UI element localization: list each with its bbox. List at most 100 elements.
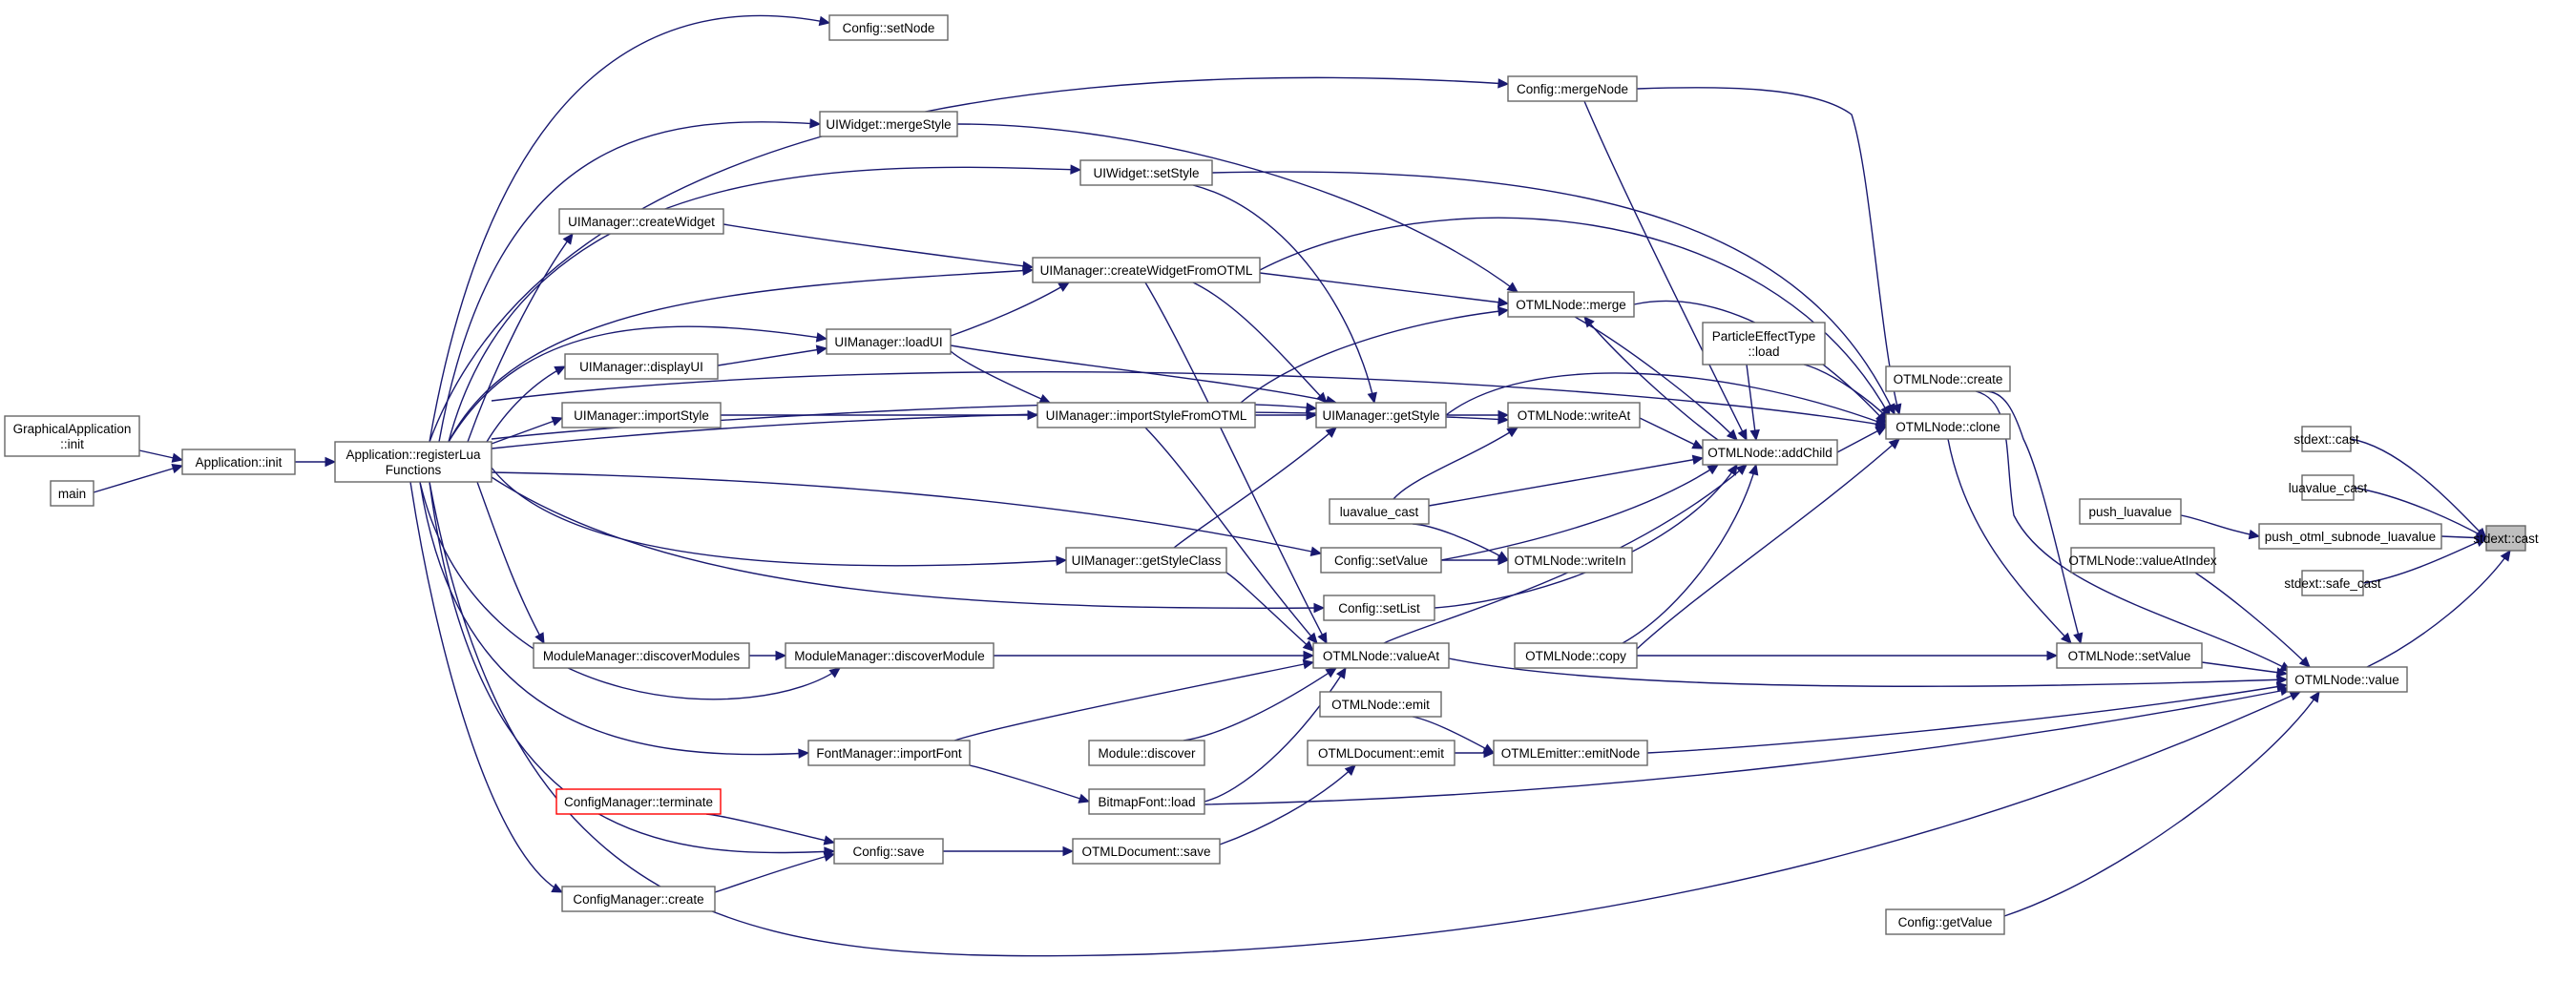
node-addChild[interactable]: OTMLNode::addChild (1702, 439, 1838, 466)
node-label: OTMLNode::valueAtIndex (2068, 553, 2217, 568)
node-luavalue_cast2[interactable]: luavalue_cast (2289, 474, 2368, 501)
node-cm_create[interactable]: ConfigManager::create (561, 886, 716, 912)
node-config_setValue[interactable]: Config::setValue (1320, 547, 1442, 574)
node-importStyleFromOTML[interactable]: UIManager::importStyleFromOTML (1037, 402, 1256, 428)
node-box (334, 441, 492, 483)
node-push_luavalue[interactable]: push_luavalue (2079, 498, 2182, 525)
node-setList[interactable]: Config::setList (1323, 595, 1435, 621)
node-importStyle[interactable]: UIManager::importStyle (561, 402, 722, 428)
node-emit[interactable]: OTMLNode::emit (1319, 691, 1442, 718)
edge-clone-from-copy (1636, 438, 1900, 650)
node-label: OTMLDocument::emit (1318, 746, 1444, 761)
node-box (555, 788, 722, 815)
node-box (564, 353, 719, 380)
edge-value-from-emitNode (1646, 684, 2288, 754)
edge-writeAt-from-luavalue_cast1 (1393, 427, 1518, 500)
node-setStyle[interactable]: UIWidget::setStyle (1079, 159, 1213, 186)
edge-setNode-from-registerLua (429, 14, 830, 443)
node-getStyleClass[interactable]: UIManager::getStyleClass (1065, 547, 1227, 574)
node-valueAtIndex[interactable]: OTMLNode::valueAtIndex (2068, 547, 2217, 574)
arrowhead-importStyleFromOTML (1027, 409, 1039, 421)
node-module_discover[interactable]: Module::discover (1088, 740, 1205, 766)
node-mergeNode[interactable]: Config::mergeNode (1507, 75, 1638, 102)
node-label: stdext::cast (2473, 532, 2539, 546)
node-discoverModule[interactable]: ModuleManager::discoverModule (785, 642, 995, 669)
node-createWidgetFromOTML[interactable]: UIManager::createWidgetFromOTML (1032, 257, 1261, 283)
edge-displayUI-from-registerLua (486, 365, 566, 443)
node-box (561, 402, 722, 428)
node-luavalue_cast1[interactable]: luavalue_cast (1329, 498, 1430, 525)
node-discoverModules[interactable]: ModuleManager::discoverModules (533, 642, 750, 669)
node-setValue_node[interactable]: OTMLNode::setValue (2056, 642, 2203, 669)
arrowhead-app_init (171, 463, 184, 474)
node-label: OTMLNode::emit (1331, 698, 1430, 712)
edge-createWidgetFromOTML-from-registerLua (448, 269, 1034, 443)
node-clone[interactable]: OTMLNode::clone (1885, 413, 2011, 440)
node-label: OTMLNode::create (1894, 372, 2003, 386)
node-app_init[interactable]: Application::init (181, 449, 296, 475)
node-getValue[interactable]: Config::getValue (1885, 908, 2005, 935)
edge-addChild-from-copy (1622, 464, 1757, 644)
node-box (2056, 642, 2203, 669)
node-getStyle[interactable]: UIManager::getStyle (1315, 402, 1447, 428)
node-mergeStyle[interactable]: UIWidget::mergeStyle (819, 111, 958, 137)
node-box (819, 111, 958, 137)
node-graphical[interactable]: GraphicalApplication::init (4, 415, 140, 457)
arrowhead-setValue_node (2046, 650, 2059, 661)
node-loadUI[interactable]: UIManager::loadUI (826, 328, 952, 355)
node-box (2485, 525, 2526, 552)
node-valueAt[interactable]: OTMLNode::valueAt (1312, 642, 1450, 669)
edge-valueAt-from-importStyleFromOTML (1144, 427, 1318, 644)
node-stdext_cast[interactable]: stdext::cast (2473, 525, 2539, 552)
node-copy[interactable]: OTMLNode::copy (1514, 642, 1638, 669)
node-createWidget[interactable]: UIManager::createWidget (558, 208, 724, 235)
node-emitNode[interactable]: OTMLEmitter::emitNode (1493, 740, 1648, 766)
node-safe_cast[interactable]: stdext::safe_cast (2284, 570, 2381, 596)
edge-setList-from-registerLua (491, 476, 1325, 609)
node-label: push_otml_subnode_luavalue (2265, 530, 2436, 544)
node-particle[interactable]: ParticleEffectType::load (1702, 322, 1826, 365)
node-config_save[interactable]: Config::save (833, 838, 944, 865)
node-box (807, 740, 971, 766)
arrowhead-discoverModule (828, 667, 841, 678)
edge-config_setValue-from-registerLua (491, 471, 1322, 554)
node-stdext_cast2[interactable]: stdext::cast (2293, 426, 2359, 452)
node-importFont[interactable]: FontManager::importFont (807, 740, 971, 766)
node-box (1493, 740, 1648, 766)
node-merge[interactable]: OTMLNode::merge (1507, 291, 1635, 318)
edge-valueAt-from-importFont (953, 661, 1314, 741)
node-create_node[interactable]: OTMLNode::create (1885, 365, 2011, 392)
node-bitmap_load[interactable]: BitmapFont::load (1088, 788, 1205, 815)
node-label: FontManager::importFont (816, 746, 962, 761)
node-doc_save[interactable]: OTMLDocument::save (1072, 838, 1221, 865)
arrowhead-addChild (1727, 463, 1738, 476)
edge-bitmap_load-from-importFont (969, 764, 1090, 803)
node-box (833, 838, 944, 865)
node-main[interactable]: main (50, 480, 94, 507)
node-label: OTMLEmitter::emitNode (1501, 746, 1641, 761)
arrowhead-valueAt (1325, 667, 1338, 678)
node-setNode[interactable]: Config::setNode (828, 14, 949, 41)
node-push_otml[interactable]: push_otml_subnode_luavalue (2258, 523, 2442, 550)
node-writeAt[interactable]: OTMLNode::writeAt (1507, 402, 1641, 428)
node-displayUI[interactable]: UIManager::displayUI (564, 353, 719, 380)
node-label: ModuleManager::discoverModule (794, 649, 985, 663)
node-label: ::load (1748, 344, 1779, 359)
edge-addChild-from-valueAt (1383, 464, 1748, 644)
arrowhead-importFont (798, 748, 810, 759)
edge-discoverModules-from-registerLua (476, 481, 545, 644)
node-label: OTMLNode::valueAt (1323, 649, 1440, 663)
edge-cm_create-from-registerLua (409, 481, 563, 893)
node-writeIn[interactable]: OTMLNode::writeIn (1507, 547, 1633, 574)
node-label: ::init (60, 437, 84, 451)
node-doc_emit[interactable]: OTMLDocument::emit (1307, 740, 1456, 766)
arrowhead-value (2298, 656, 2311, 668)
node-label: ModuleManager::discoverModules (543, 649, 741, 663)
edge-stdext_cast-from-value (2366, 550, 2511, 668)
edge-clone-from-getStyle (1445, 372, 1887, 426)
arrowhead-setValue_node (2073, 632, 2084, 645)
arrowhead-getStyle (1306, 402, 1318, 413)
node-cm_terminate[interactable]: ConfigManager::terminate (555, 788, 722, 815)
node-value[interactable]: OTMLNode::value (2286, 666, 2408, 693)
